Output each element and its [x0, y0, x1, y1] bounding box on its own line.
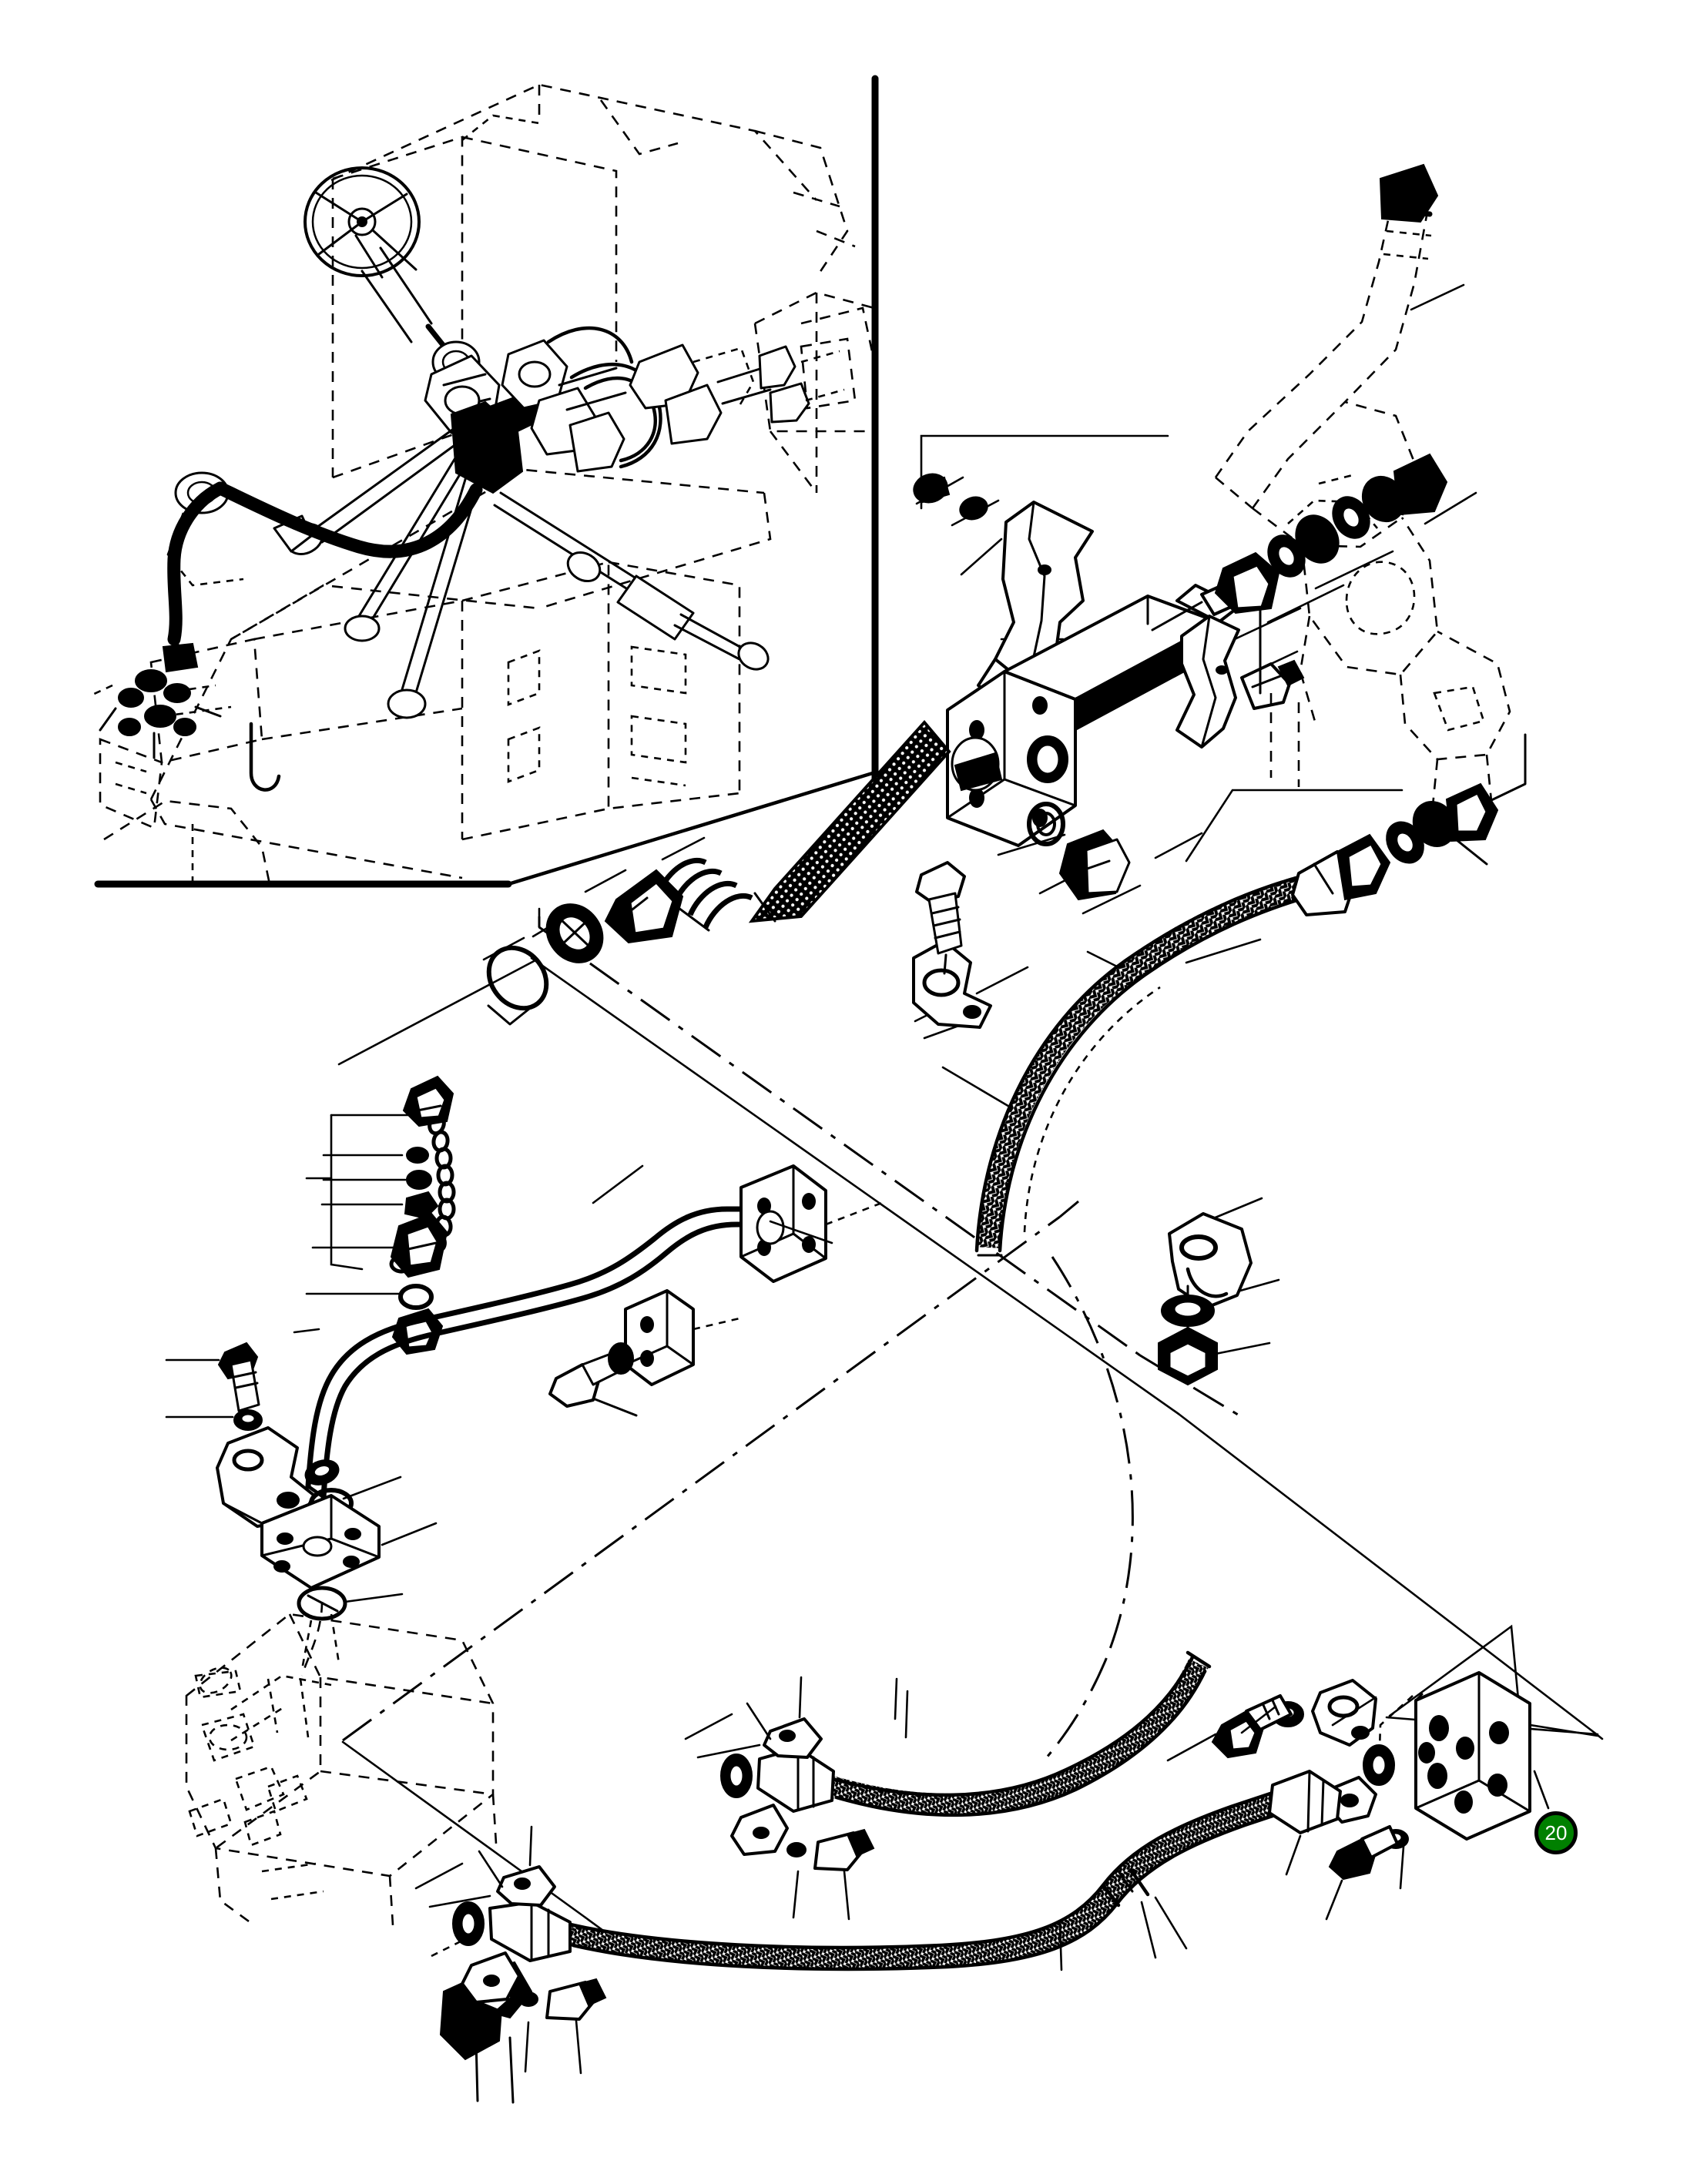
seal-and-spring-stack — [482, 719, 951, 1026]
oring-and-plug — [1027, 802, 1131, 901]
hose-clamp-assembly-right — [1158, 1212, 1253, 1386]
split-flange-and-gasket — [165, 1342, 438, 1621]
knuckle-fitting-stack — [1151, 453, 1448, 631]
p-clamp-with-bolt-center — [912, 861, 992, 1029]
mounting-clamp-lower — [1175, 615, 1305, 749]
overview-steering-column — [92, 246, 845, 792]
steering-wheel — [304, 166, 421, 279]
clamp-nut-set-upper — [913, 473, 988, 521]
hydraulic-hose-upper — [974, 733, 1527, 1257]
cylinder-head-block — [946, 670, 1077, 847]
plug-and-chain-assembly — [293, 1075, 456, 1355]
hose-lower-left — [684, 1650, 1212, 1921]
hydraulic-valve-block — [1166, 1671, 1550, 1921]
hose-lower-right — [414, 1790, 1289, 2075]
steel-steering-tube — [305, 1164, 887, 1500]
callout-badge-20[interactable]: 20 — [1534, 1811, 1578, 1854]
